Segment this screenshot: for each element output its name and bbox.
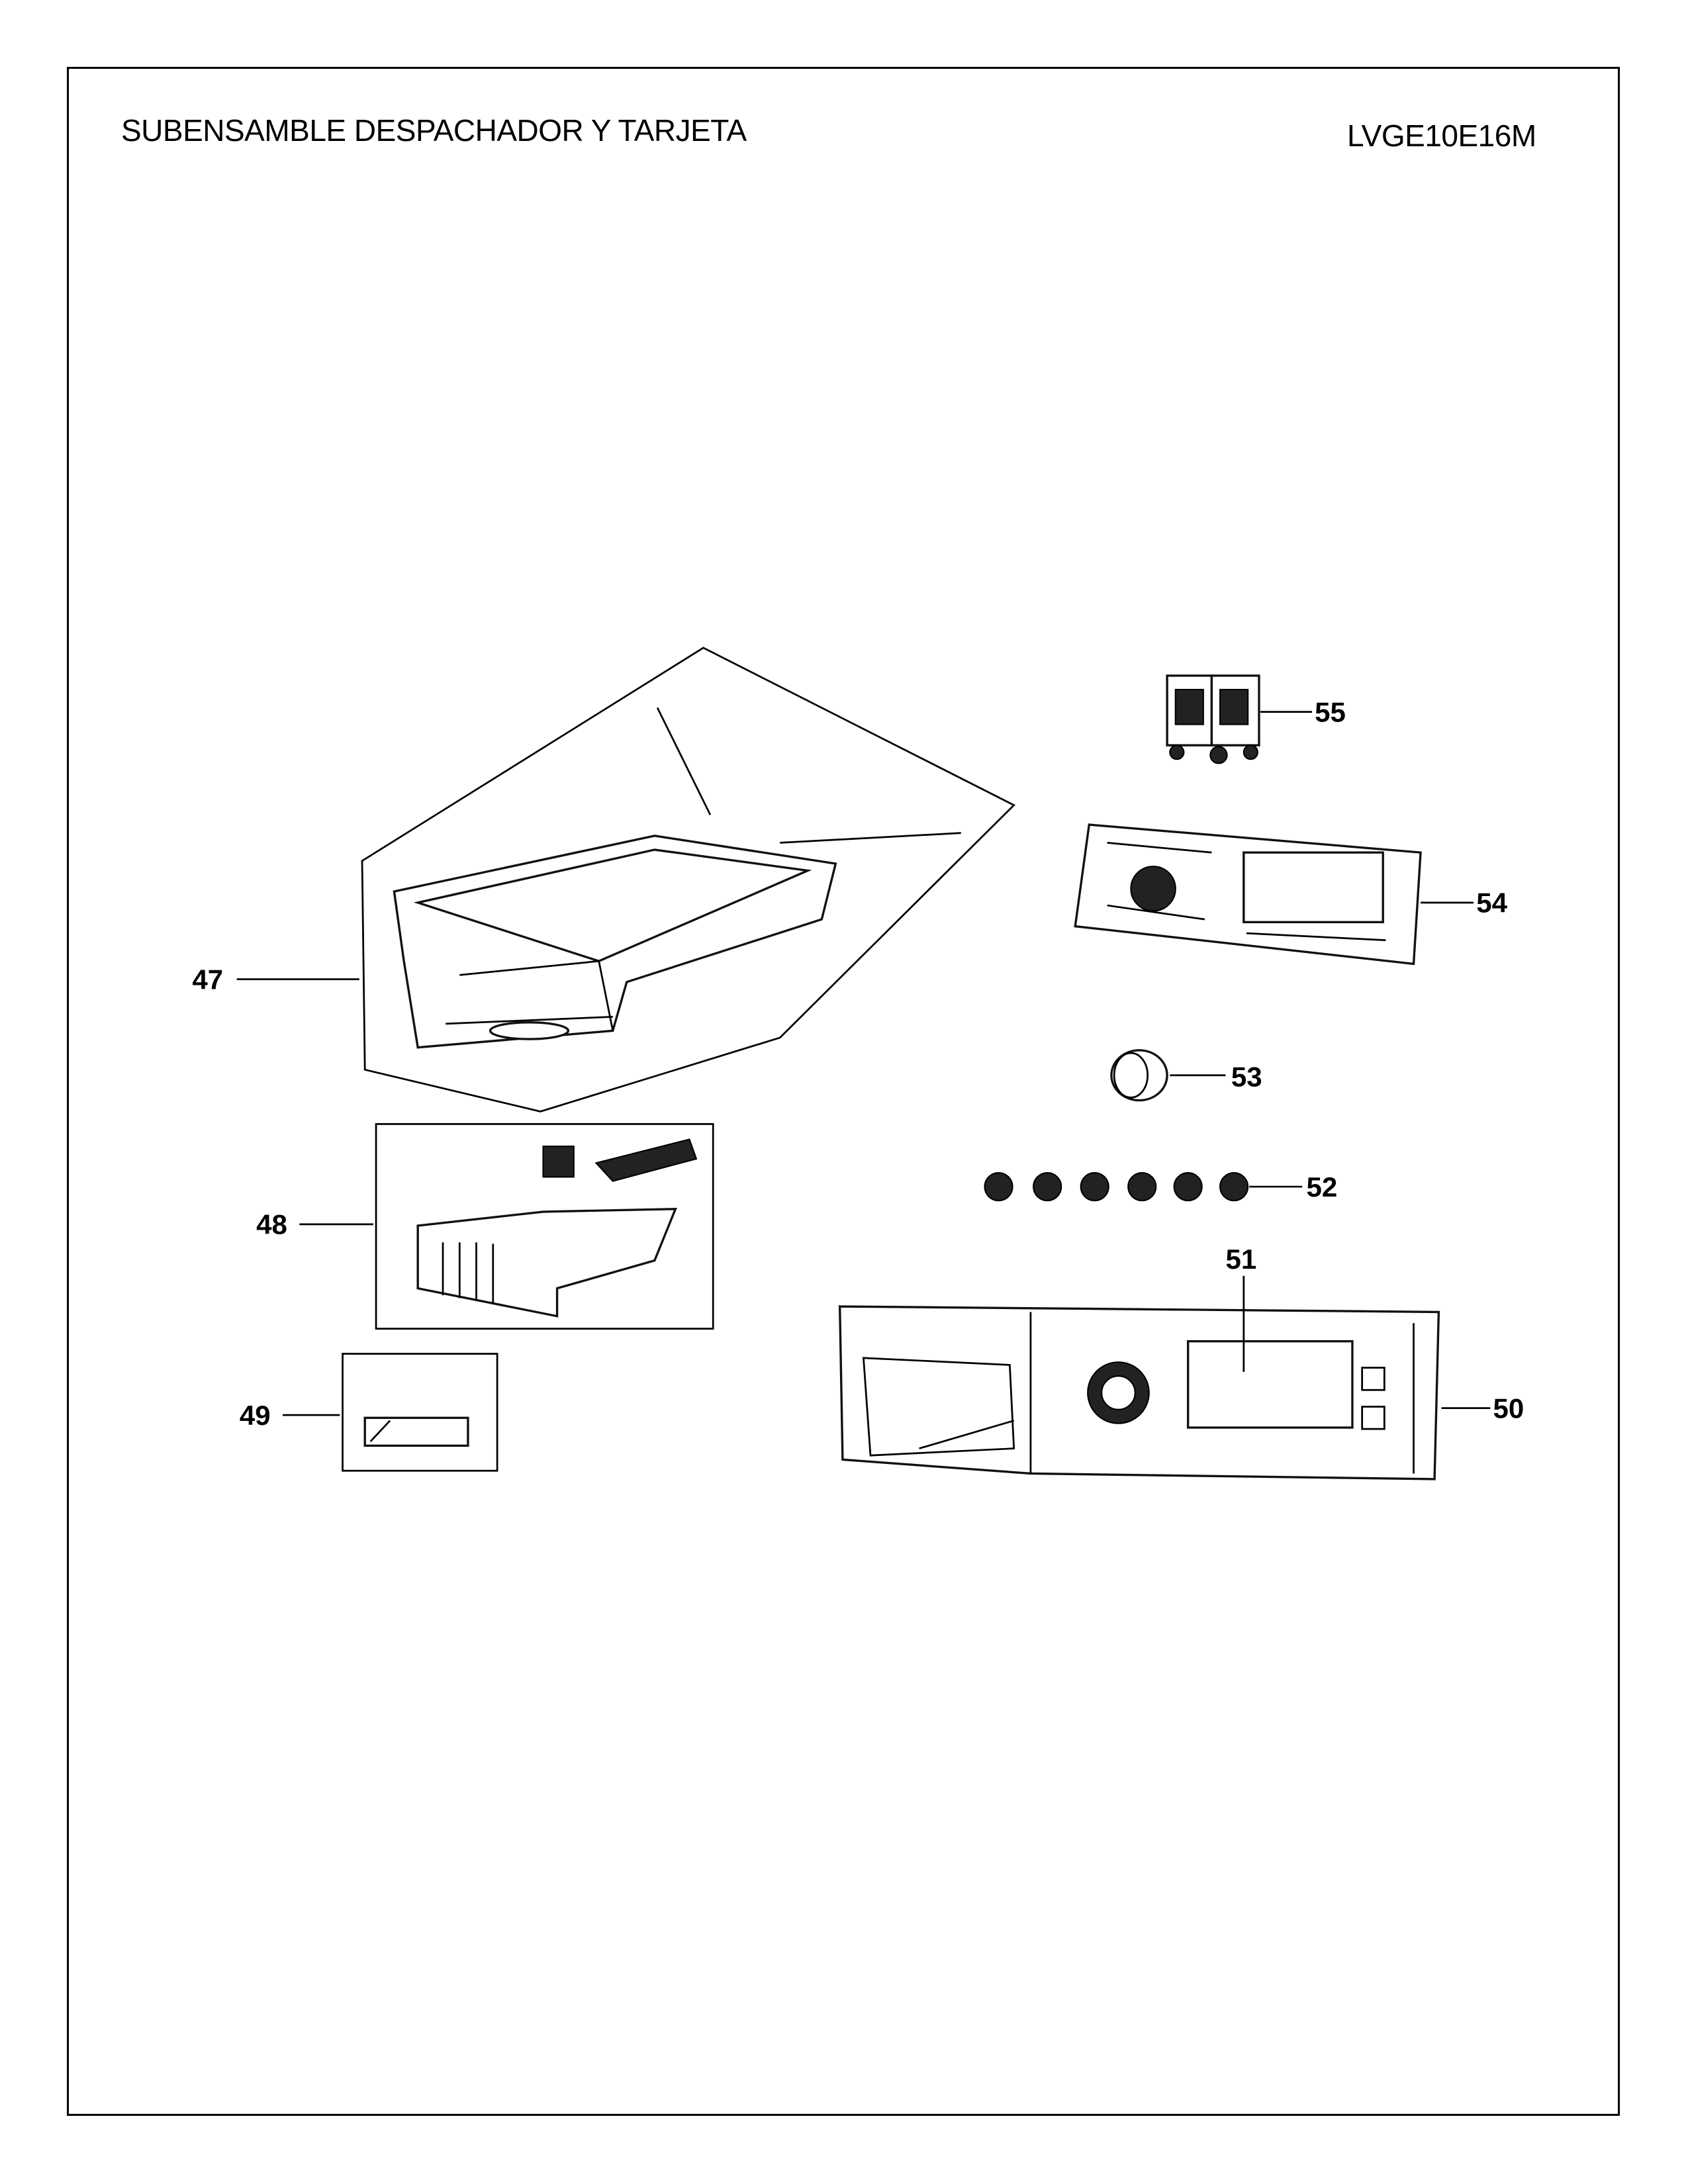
part-49-drawer-insert[interactable] xyxy=(342,1353,498,1472)
part-53-knob[interactable] xyxy=(1110,1049,1168,1102)
callout-50: 50 xyxy=(1493,1392,1524,1424)
page-border xyxy=(67,67,1620,2116)
callout-51: 51 xyxy=(1225,1244,1256,1275)
callout-52: 52 xyxy=(1307,1171,1338,1203)
model-number: LVGE10E16M xyxy=(1347,118,1536,153)
part-48-detergent-drawer[interactable] xyxy=(375,1123,714,1330)
callout-55: 55 xyxy=(1315,696,1346,727)
part-55-water-valve[interactable] xyxy=(1166,674,1260,764)
part-52-buttons[interactable] xyxy=(984,1171,1249,1202)
callout-48: 48 xyxy=(256,1209,287,1240)
part-47-dispenser-housing[interactable] xyxy=(361,647,1015,1113)
callout-47: 47 xyxy=(192,964,223,995)
part-54-control-board[interactable] xyxy=(1074,823,1422,966)
callout-54: 54 xyxy=(1476,887,1507,919)
callout-53: 53 xyxy=(1231,1062,1262,1093)
diagram-title: SUBENSAMBLE DESPACHADOR Y TARJETA xyxy=(121,113,747,148)
callout-49: 49 xyxy=(240,1400,271,1431)
part-51-display-lens[interactable] xyxy=(1186,1340,1354,1429)
